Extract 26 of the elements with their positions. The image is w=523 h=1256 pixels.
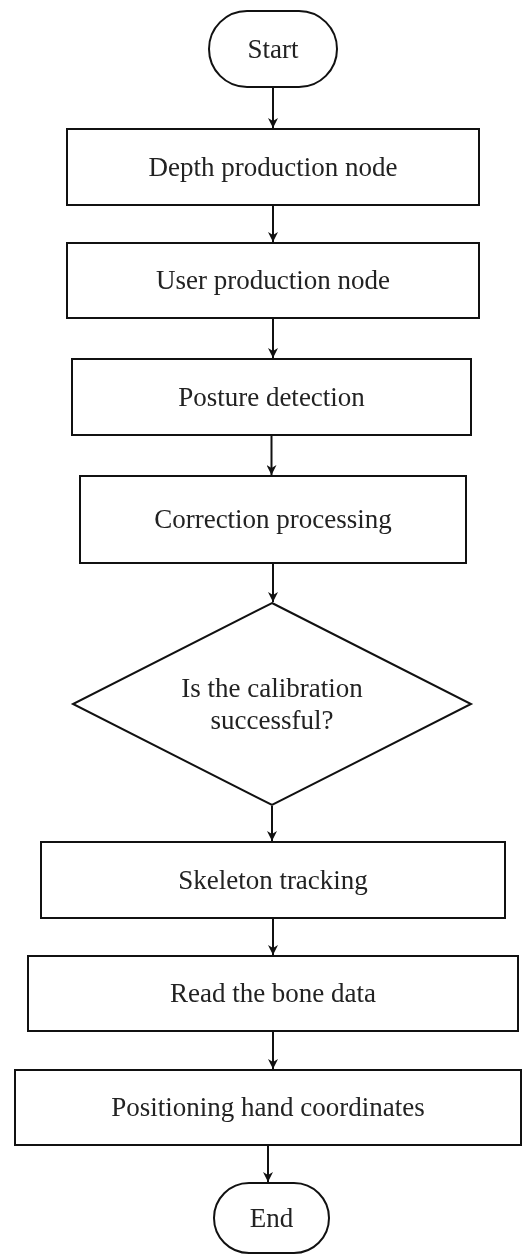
arrow — [268, 918, 278, 956]
node-label: User production node — [156, 264, 390, 297]
process-box — [71, 358, 472, 436]
arrow — [267, 805, 277, 842]
process-box — [14, 1069, 522, 1146]
arrow — [268, 318, 278, 359]
arrow — [266, 435, 277, 476]
node-label: Is the calibration successful? — [180, 671, 364, 737]
node-label: End — [249, 1201, 294, 1235]
node-label: Read the bone data — [169, 977, 377, 1010]
arrow — [268, 563, 278, 603]
process-box — [40, 841, 506, 919]
node-label: Skeleton tracking — [178, 863, 368, 897]
node-label: Depth production node — [148, 150, 398, 184]
arrow — [268, 1031, 278, 1070]
node-label: Correction processing — [154, 503, 392, 536]
node-label: Posture detection — [178, 380, 365, 414]
arrow — [268, 87, 278, 129]
node-label: Start — [247, 32, 299, 66]
arrow — [268, 205, 278, 243]
process-box — [66, 128, 480, 206]
arrow — [263, 1145, 273, 1183]
process-box — [66, 242, 480, 319]
node-label: Positioning hand coordinates — [111, 1091, 425, 1124]
process-box — [79, 475, 467, 564]
process-box — [27, 955, 519, 1032]
